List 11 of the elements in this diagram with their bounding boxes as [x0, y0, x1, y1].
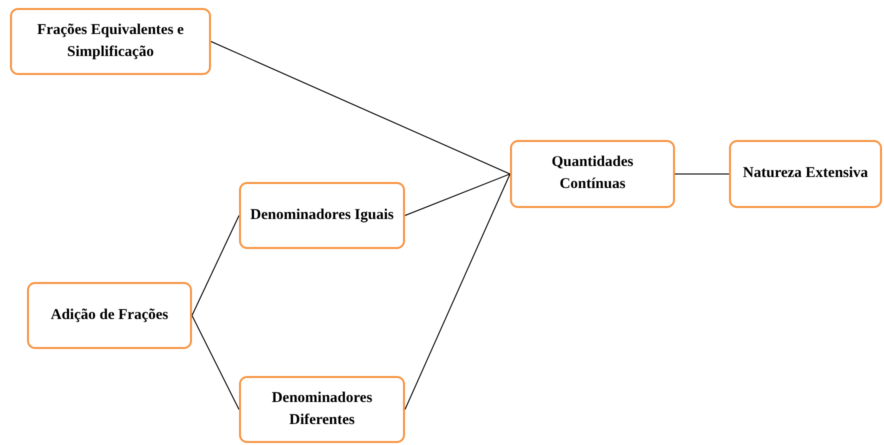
connector-line	[404, 174, 510, 410]
concept-box: Quantidades Contínuas	[510, 140, 675, 208]
connector-line	[404, 174, 510, 216]
connector-line	[192, 215, 240, 316]
connector-line	[210, 41, 510, 174]
concept-box: Frações Equivalentes e Simplificação	[10, 8, 211, 75]
connector-line	[192, 315, 240, 410]
concept-box: Adição de Frações	[27, 282, 192, 349]
concept-box: Natureza Extensiva	[729, 140, 882, 208]
concept-box: Denominadores Diferentes	[239, 376, 405, 443]
concept-box: Denominadores Iguais	[239, 182, 405, 249]
